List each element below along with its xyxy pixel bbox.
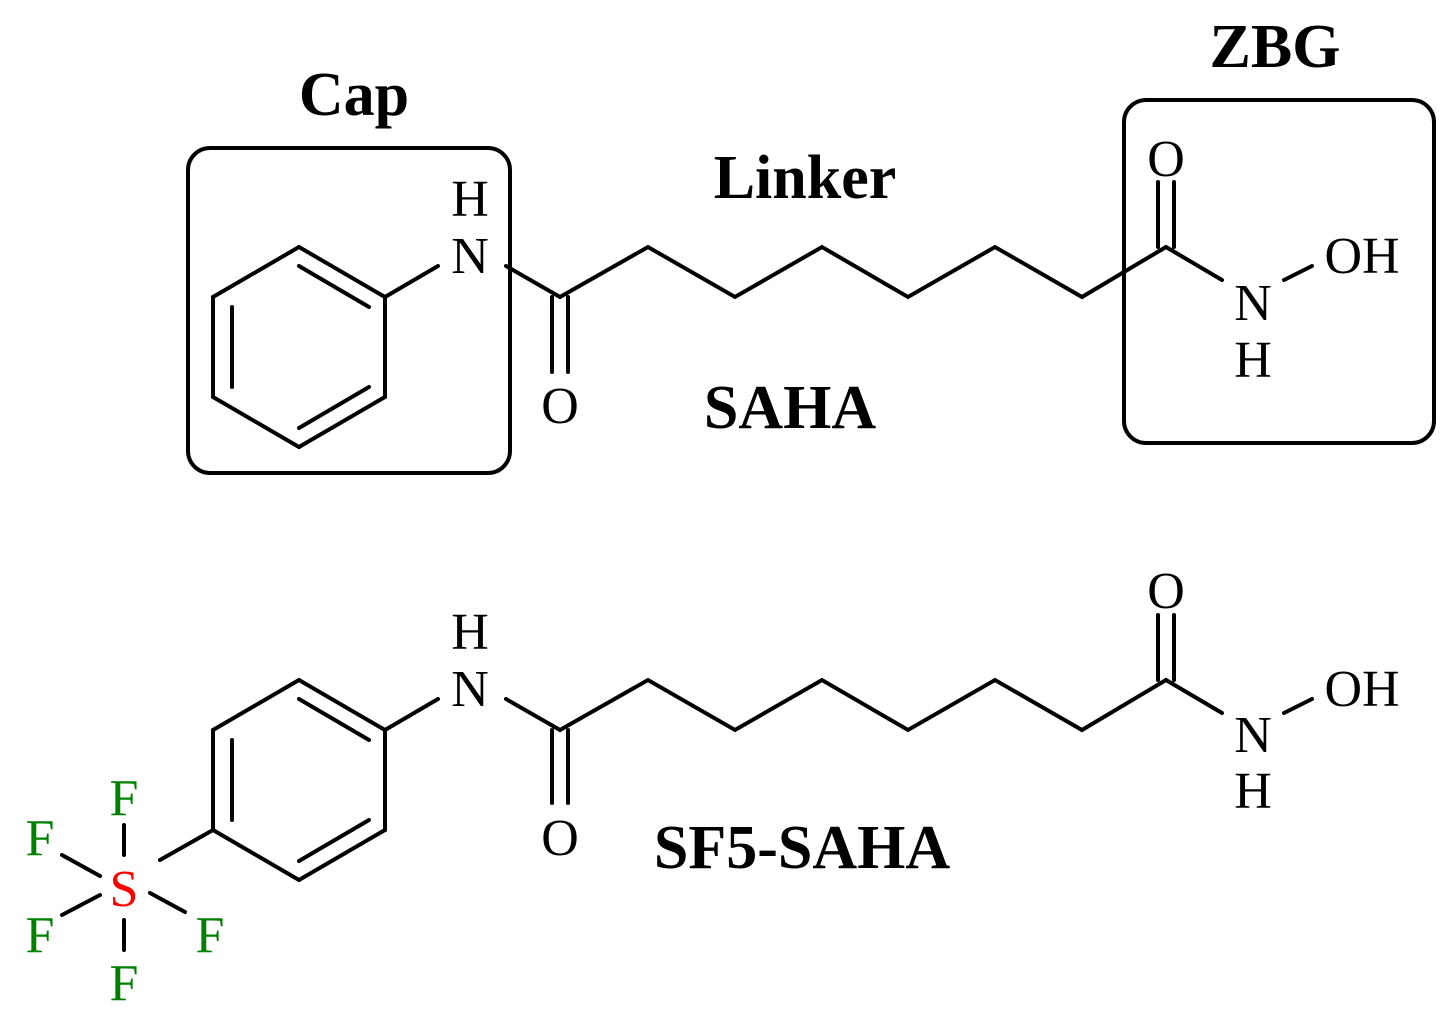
linker-label: Linker: [714, 144, 897, 212]
sf5-carbonyl-o: O: [1147, 563, 1185, 620]
sf5-hydroxyl-oh: OH: [1324, 661, 1399, 718]
saha-molecule: H N O O N H OH Cap Linker ZBG SAHA: [186, 13, 1436, 475]
sf5-hydroxamic-h: H: [1234, 763, 1272, 820]
fluorine-top: F: [110, 770, 139, 827]
saha-amide-o: O: [541, 378, 579, 435]
sf5-saha-molecule: H N O O N H OH S F F F F F SF5-SAHA: [26, 563, 1400, 1012]
zbg-label: ZBG: [1210, 13, 1341, 81]
saha-hydroxyl-oh: OH: [1324, 228, 1399, 285]
sf5-amide-o: O: [541, 810, 579, 867]
saha-carbonyl-o: O: [1147, 131, 1185, 188]
fluorine-right: F: [196, 907, 225, 964]
benzene-ring: [211, 245, 387, 449]
cap-label: Cap: [299, 61, 409, 129]
sulfur-atom: S: [110, 861, 139, 918]
fluorine-bottom: F: [110, 955, 139, 1012]
sf5-amide-h: H: [451, 604, 489, 661]
sf5-hydroxamic-n: N: [1234, 707, 1272, 764]
saha-amide-n: N: [451, 228, 489, 285]
cap-box: [186, 146, 512, 475]
saha-title: SAHA: [704, 374, 876, 442]
fluorine-left-lower: F: [26, 907, 55, 964]
sf5-amide-n: N: [451, 661, 489, 718]
fluorine-left-upper: F: [26, 810, 55, 867]
benzene-ring-2: [211, 678, 387, 882]
saha-amide-h: H: [451, 171, 489, 228]
sf5-saha-title: SF5-SAHA: [654, 814, 950, 882]
saha-hydroxamic-h: H: [1234, 332, 1272, 389]
saha-hydroxamic-n: N: [1234, 275, 1272, 332]
